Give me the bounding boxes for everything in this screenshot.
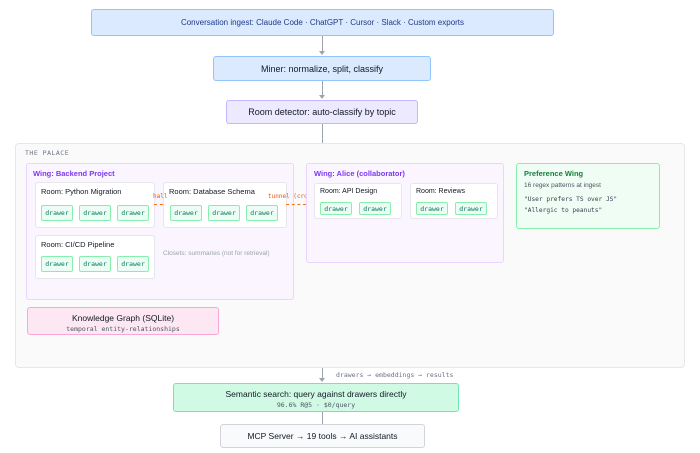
arrow-ingest-miner xyxy=(319,51,325,55)
tunnel-label: tunnel (cross-wing) xyxy=(268,193,337,200)
connector-search-mcp xyxy=(322,412,323,424)
drawer: drawer xyxy=(320,202,352,215)
drawer: drawer xyxy=(170,205,202,221)
room-cicd-pipeline-title: Room: CI/CD Pipeline xyxy=(41,240,115,249)
drawer: drawer xyxy=(41,205,73,221)
detector-box: Room detector: auto-classify by topic xyxy=(226,100,418,124)
detector-label: Room detector: auto-classify by topic xyxy=(248,107,396,117)
room-python-migration-title: Room: Python Migration xyxy=(41,187,122,196)
room-reviews: Room: Reviews drawer drawer xyxy=(410,183,498,219)
preference-example: "User prefers TS over JS" xyxy=(524,196,618,203)
drawer: drawer xyxy=(416,202,448,215)
semantic-search-subtitle: 96.6% R@5 · $0/query xyxy=(276,401,356,409)
preference-wing-subtitle: 16 regex patterns at ingest xyxy=(524,182,601,189)
drawer: drawer xyxy=(79,205,111,221)
drawer: drawer xyxy=(246,205,278,221)
miner-label: Miner: normalize, split, classify xyxy=(260,63,384,74)
room-api-design-title: Room: API Design xyxy=(320,188,378,195)
closets-note: Closets: summaries (not for retrieval) xyxy=(163,250,270,257)
tunnel-connector xyxy=(286,204,306,205)
mcp-server-box: MCP Server → 19 tools → AI assistants xyxy=(220,424,425,448)
room-api-design: Room: API Design drawer drawer xyxy=(314,183,402,219)
hall-connector xyxy=(154,204,163,205)
drawer: drawer xyxy=(117,205,149,221)
semantic-search-title: Semantic search: query against drawers d… xyxy=(225,389,407,399)
ingest-label: Conversation ingest: Claude Code · ChatG… xyxy=(180,18,465,27)
mcp-server-label: MCP Server → 19 tools → AI assistants xyxy=(247,431,398,441)
drawer: drawer xyxy=(208,205,240,221)
arrow-miner-detector xyxy=(319,95,325,99)
connector-detector-palace xyxy=(322,124,323,143)
room-cicd-pipeline: Room: CI/CD Pipeline drawer drawer drawe… xyxy=(35,235,155,279)
room-reviews-title: Room: Reviews xyxy=(416,188,466,195)
drawer: drawer xyxy=(455,202,487,215)
palace-label: THE PALACE xyxy=(25,149,70,157)
wing-backend-project: Wing: Backend Project Room: Python Migra… xyxy=(26,163,294,300)
connector-ingest-miner xyxy=(322,36,323,52)
wing-alice-title: Wing: Alice (collaborator) xyxy=(314,169,405,178)
drawer: drawer xyxy=(41,256,73,272)
drawer: drawer xyxy=(79,256,111,272)
drawer: drawer xyxy=(117,256,149,272)
semantic-search-box: Semantic search: query against drawers d… xyxy=(173,383,459,412)
room-database-schema: Room: Database Schema drawer drawer draw… xyxy=(163,182,287,228)
drawer: drawer xyxy=(359,202,391,215)
wing-backend-title: Wing: Backend Project xyxy=(33,169,115,178)
connector-palace-search xyxy=(322,368,323,378)
room-database-schema-title: Room: Database Schema xyxy=(169,187,255,196)
hall-label: hall xyxy=(153,193,168,200)
knowledge-graph-subtitle: temporal entity-relationships xyxy=(66,325,180,333)
preference-wing-title: Preference Wing xyxy=(524,169,584,178)
knowledge-graph-title: Knowledge Graph (SQLite) xyxy=(71,313,175,323)
pipeline-label: drawers → embeddings → results xyxy=(336,371,454,379)
arrow-palace-search xyxy=(319,378,325,382)
ingest-box: Conversation ingest: Claude Code · ChatG… xyxy=(91,9,554,36)
preference-example: "Allergic to peanuts" xyxy=(524,207,603,214)
connector-miner-detector xyxy=(322,81,323,96)
wing-alice: Wing: Alice (collaborator) Room: API Des… xyxy=(306,163,504,263)
knowledge-graph-box: Knowledge Graph (SQLite) temporal entity… xyxy=(27,307,219,335)
miner-box: Miner: normalize, split, classify xyxy=(213,56,431,81)
room-python-migration: Room: Python Migration drawer drawer dra… xyxy=(35,182,155,228)
preference-wing: Preference Wing 16 regex patterns at ing… xyxy=(516,163,660,229)
